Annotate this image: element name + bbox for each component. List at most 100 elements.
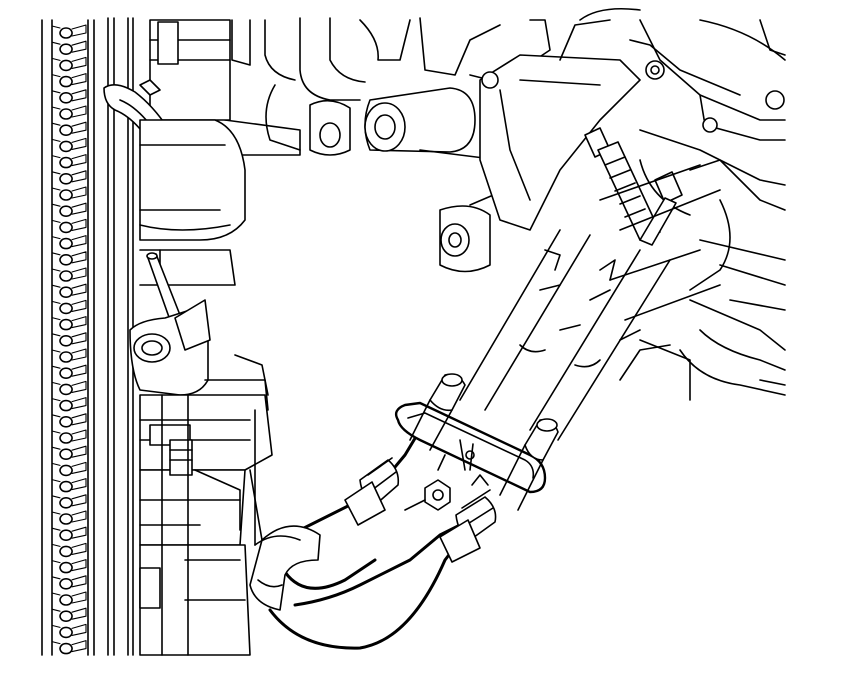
radiator-fin-edge <box>51 414 61 418</box>
radiator-fin <box>59 59 73 72</box>
radiator-fin <box>59 351 73 363</box>
radiator-fin-tab <box>71 429 87 442</box>
radiator-fin-tab <box>71 235 87 248</box>
lower-fitting-block <box>129 299 211 396</box>
radiator-fin-tab <box>71 316 87 329</box>
radiator-fin <box>59 221 73 234</box>
radiator-fin-tab <box>71 445 87 458</box>
radiator-fin <box>59 75 73 88</box>
radiator-fin-edge <box>51 381 61 385</box>
lower-radiator-housing <box>139 354 273 656</box>
radiator-fin <box>59 335 73 347</box>
radiator-fin-tab <box>71 170 87 183</box>
radiator-fin <box>59 594 73 606</box>
radiator-fin-edge <box>51 446 61 450</box>
radiator-fin <box>59 529 73 541</box>
radiator-fin-edge <box>51 74 61 78</box>
radiator-fin-tab <box>71 364 87 377</box>
radiator-fin <box>59 237 73 250</box>
radiator-fin <box>59 367 73 379</box>
mounting-bolt <box>584 127 661 241</box>
radiator-fin-edge <box>51 527 61 531</box>
radiator-fin <box>59 254 73 266</box>
radiator-fin-edge <box>51 398 61 402</box>
vertical-rod <box>161 394 189 656</box>
radiator-fin <box>59 464 73 477</box>
cooler-line-tubes <box>459 164 721 441</box>
radiator-fin-tab <box>71 348 87 361</box>
radiator-fin-edge <box>51 203 61 207</box>
tube-end-lower <box>499 418 559 511</box>
radiator-fin-edge <box>51 624 61 628</box>
radiator-fin-edge <box>51 187 61 191</box>
radiator-fin <box>59 545 73 558</box>
radiator-fin-tab <box>71 186 87 199</box>
radiator-fin-edge <box>51 268 61 272</box>
radiator-fin <box>59 318 73 331</box>
radiator-fin-edge <box>51 171 61 175</box>
radiator-fin-edge <box>51 122 61 126</box>
radiator-fin-edge <box>51 300 61 304</box>
radiator-fin-tab <box>71 575 87 588</box>
radiator-fin <box>59 416 73 428</box>
radiator-fin-edge <box>51 365 61 369</box>
clamp <box>149 424 193 476</box>
radiator-fin-edge <box>51 543 61 547</box>
radiator-fin <box>59 140 73 153</box>
radiator-fin <box>59 432 73 444</box>
radiator-fin-tab <box>71 623 87 636</box>
radiator-fin-edge <box>51 317 61 321</box>
radiator-fin <box>59 497 73 509</box>
radiator-fin-edge <box>51 479 61 483</box>
radiator-fin-edge <box>51 284 61 288</box>
radiator-fin-edge <box>51 462 61 466</box>
radiator-fin-edge <box>51 155 61 159</box>
radiator-outlet-neck <box>139 119 246 286</box>
radiator-fin-edge <box>51 236 61 240</box>
radiator-fin <box>59 270 73 282</box>
radiator-fin-tab <box>71 413 87 426</box>
radiator-fin <box>59 561 73 574</box>
radiator-fin <box>59 108 73 120</box>
radiator-fin-tab <box>71 640 87 653</box>
radiator-fin <box>59 173 73 185</box>
hose-ferrule-right <box>439 489 497 563</box>
radiator-fin-tab <box>71 607 87 620</box>
radiator-fin-edge <box>51 608 61 612</box>
radiator-fin-tab <box>71 24 87 37</box>
radiator-fin-edge <box>51 25 61 29</box>
radiator-fin-edge <box>51 252 61 256</box>
radiator-fin <box>59 27 73 39</box>
radiator-fin-edge <box>51 592 61 596</box>
radiator-fin <box>59 399 73 412</box>
radiator-fin-tab <box>71 40 87 53</box>
radiator-fins <box>51 24 87 655</box>
radiator-fin-edge <box>51 511 61 515</box>
radiator-fin <box>59 610 73 622</box>
radiator-core <box>41 19 95 656</box>
tube-end-upper <box>409 373 466 451</box>
radiator-side-tank <box>107 17 134 656</box>
radiator-fin <box>59 513 73 525</box>
radiator-fin <box>59 480 73 493</box>
radiator-fin-tab <box>71 137 87 150</box>
radiator-fin-tab <box>71 283 87 296</box>
radiator-fin-tab <box>71 218 87 231</box>
radiator-fin-edge <box>51 90 61 94</box>
radiator-fin-tab <box>71 73 87 86</box>
radiator-fin-tab <box>71 267 87 280</box>
radiator-fin-edge <box>51 57 61 61</box>
radiator-fin-tab <box>71 510 87 523</box>
radiator-fin-tab <box>71 332 87 345</box>
radiator-fin-edge <box>51 219 61 223</box>
radiator-fin-tab <box>71 299 87 312</box>
radiator-fin <box>59 578 73 590</box>
bracket-retaining-nut <box>404 479 451 511</box>
engine-block <box>224 17 506 273</box>
radiator-fin-tab <box>71 526 87 539</box>
radiator-fin-tab <box>71 591 87 604</box>
radiator-fin-tab <box>71 461 87 474</box>
radiator-fin-edge <box>51 138 61 142</box>
radiator-fin <box>59 286 73 298</box>
